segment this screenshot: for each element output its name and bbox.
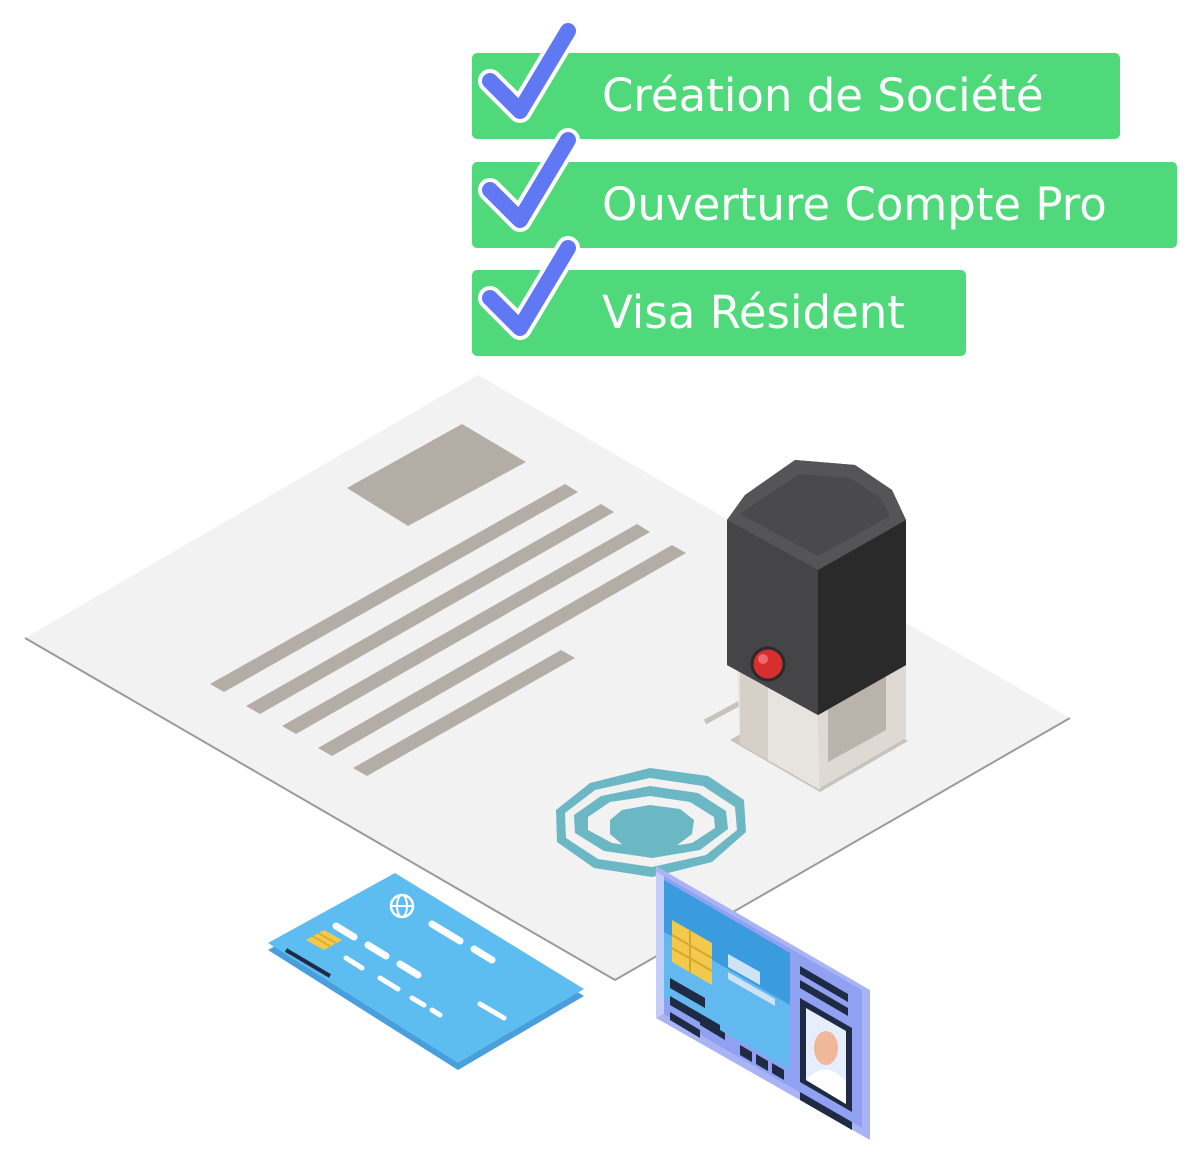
stamp-illustration — [727, 460, 908, 792]
id-card-illustration — [656, 866, 870, 1140]
checklist-item-label: Ouverture Compte Pro — [602, 178, 1107, 231]
checklist-item-company-creation: Création de Société — [472, 19, 1120, 139]
seal-illustration — [556, 768, 746, 877]
check-icon — [478, 19, 580, 123]
credit-card-illustration — [268, 873, 584, 1070]
check-icon — [478, 236, 580, 340]
document-illustration — [24, 375, 1071, 982]
checklist-item-pro-account: Ouverture Compte Pro — [472, 128, 1177, 248]
check-icon — [478, 128, 580, 232]
checklist-item-resident-visa: Visa Résident — [472, 236, 966, 356]
checklist-item-label: Création de Société — [602, 69, 1044, 122]
checklist-item-label: Visa Résident — [602, 286, 905, 339]
